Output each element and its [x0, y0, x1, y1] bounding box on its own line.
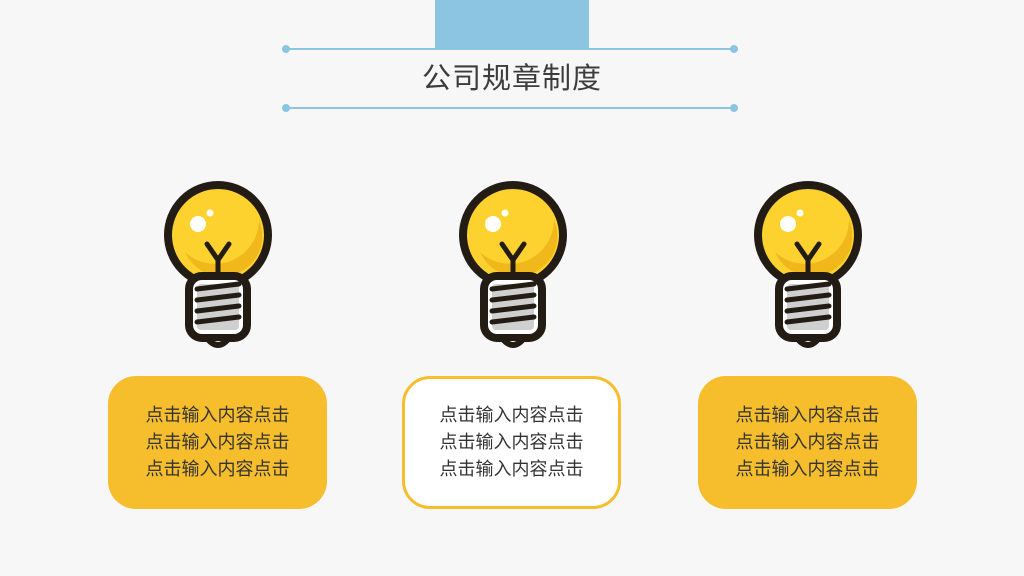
lightbulb-icon [753, 180, 863, 352]
header-tab-decoration [435, 0, 589, 49]
card-text-line: 点击输入内容点击 [735, 432, 880, 453]
content-card-1[interactable]: 点击输入内容点击 点击输入内容点击 点击输入内容点击 [108, 376, 327, 509]
card-text-line: 点击输入内容点击 [439, 459, 584, 480]
lightbulb-icon [163, 180, 273, 352]
content-card-2[interactable]: 点击输入内容点击 点击输入内容点击 点击输入内容点击 [402, 376, 621, 509]
rule-dot [730, 45, 738, 53]
rule-dot [730, 104, 738, 112]
content-card-3[interactable]: 点击输入内容点击 点击输入内容点击 点击输入内容点击 [698, 376, 917, 509]
card-text-line: 点击输入内容点击 [439, 405, 584, 426]
rule-dot [282, 104, 290, 112]
card-text-line: 点击输入内容点击 [145, 432, 290, 453]
page-title: 公司规章制度 [421, 61, 602, 95]
card-text-line: 点击输入内容点击 [439, 432, 584, 453]
card-text-line: 点击输入内容点击 [735, 405, 880, 426]
rule-dot [282, 45, 290, 53]
card-text-line: 点击输入内容点击 [145, 405, 290, 426]
header-rule-bottom [282, 104, 738, 112]
card-text-line: 点击输入内容点击 [145, 459, 290, 480]
card-text-line: 点击输入内容点击 [735, 459, 880, 480]
lightbulb-icon [458, 180, 568, 352]
header-rule-top [282, 45, 738, 53]
